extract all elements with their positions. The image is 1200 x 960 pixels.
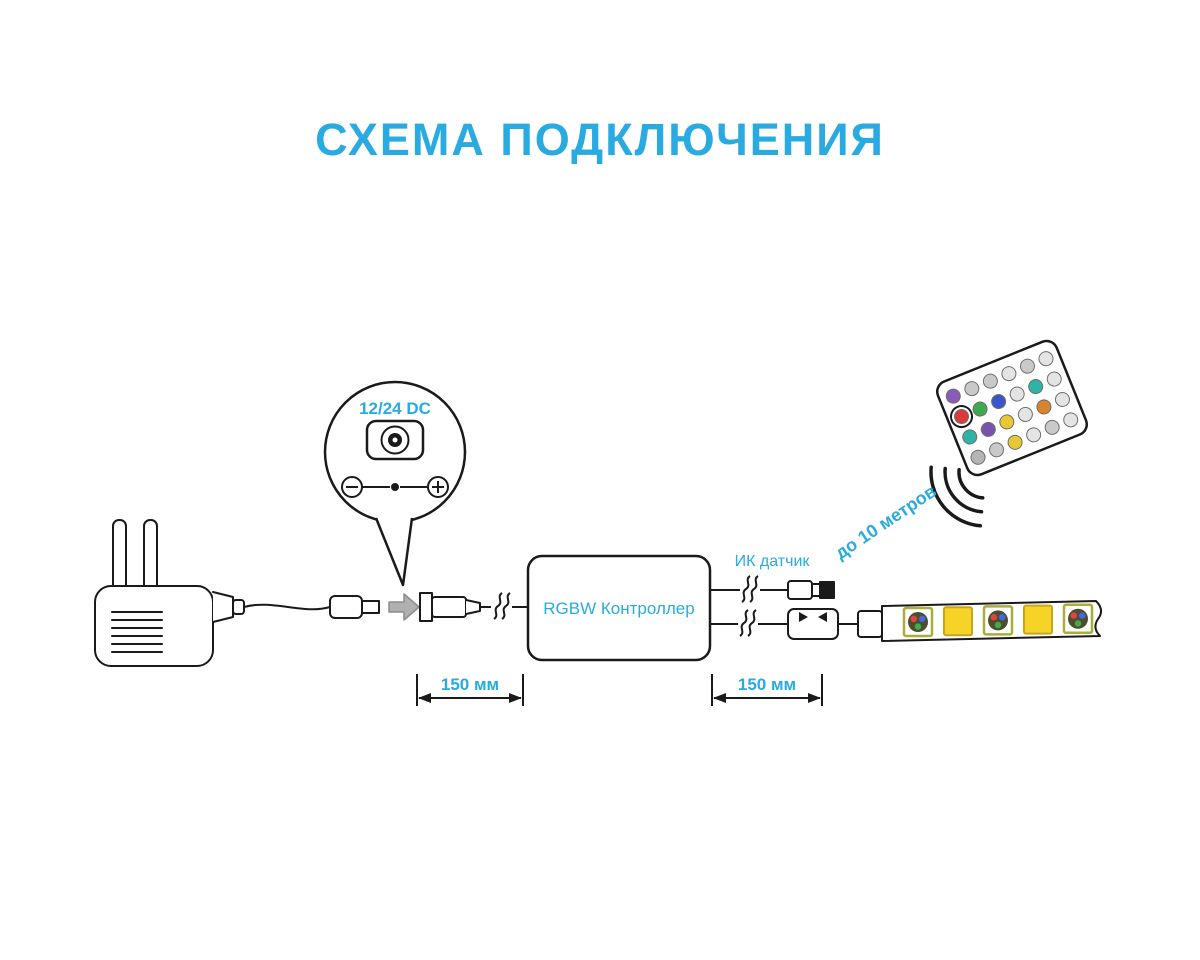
adapter-vents <box>111 611 163 653</box>
remote-button <box>991 394 1007 410</box>
dc-spec-label: 12/24 DC <box>359 399 431 418</box>
remote-button <box>1009 386 1025 402</box>
remote-button <box>1046 371 1062 387</box>
insert-arrow-icon <box>388 593 420 621</box>
dimension-arrowhead <box>509 693 522 703</box>
led-chips <box>902 603 1094 638</box>
remote-button <box>954 409 970 425</box>
remote-body <box>935 339 1089 477</box>
remote-button <box>1007 434 1023 450</box>
page-title: СХЕМА ПОДКЛЮЧЕНИЯ <box>315 114 885 165</box>
remote-buttons <box>945 351 1079 465</box>
remote-button <box>972 401 988 417</box>
led-strip <box>857 600 1102 642</box>
remote-button <box>1044 419 1060 435</box>
remote-button <box>989 442 1005 458</box>
remote-button <box>999 414 1015 430</box>
dc-jack-female <box>419 592 528 622</box>
dimension-arrowhead <box>713 693 726 703</box>
adapter-nub <box>212 591 234 623</box>
dimension-arrowhead <box>418 693 431 703</box>
connector-arrow-left-icon <box>818 612 827 622</box>
rgbw-controller: RGBW Контроллер <box>526 554 712 662</box>
remote-button-highlight-ring <box>950 405 974 429</box>
wire-break-mark <box>747 609 757 637</box>
ir-sensor-assembly <box>710 575 835 603</box>
remote-button <box>1038 351 1054 367</box>
plug-prong <box>112 519 127 593</box>
wire-break-mark <box>741 575 751 603</box>
wire-break-mark <box>501 592 511 620</box>
power-cable <box>243 603 331 611</box>
remote-button <box>1001 366 1017 382</box>
dimension-left-label: 150 мм <box>441 675 499 694</box>
controller-label: RGBW Контроллер <box>543 599 694 618</box>
remote-button <box>1019 358 1035 374</box>
plug-prong <box>143 519 158 593</box>
led-chip-rgb <box>1062 603 1094 635</box>
dimension-right-label: 150 мм <box>738 675 796 694</box>
ir-signal-arcs <box>929 465 985 528</box>
wire-break-mark <box>493 592 503 620</box>
adapter-body <box>94 585 214 667</box>
remote-button <box>1026 427 1042 443</box>
led-chip-rgb <box>982 605 1014 636</box>
led-chip-rgb <box>902 606 934 638</box>
connector-arrow-right-icon <box>799 612 808 622</box>
dc-jack-face <box>365 419 425 461</box>
led-chip-white <box>1023 604 1053 635</box>
ir-sensor-label: ИК датчик <box>735 553 811 570</box>
led-chip-white <box>943 606 973 637</box>
remote-button <box>945 388 961 404</box>
remote-button <box>970 449 986 465</box>
dc-plug-male <box>329 595 380 619</box>
dc-jack-callout: 12/24 DC <box>323 380 467 587</box>
remote-button <box>980 421 996 437</box>
remote-button <box>1036 399 1052 415</box>
remote-button <box>1054 391 1070 407</box>
wire-break-mark <box>749 575 759 603</box>
remote-button <box>1028 379 1044 395</box>
remote-button <box>1017 406 1033 422</box>
power-adapter <box>94 519 331 667</box>
remote-button <box>982 373 998 389</box>
dimension-left: 150 мм <box>416 674 524 706</box>
strain-relief <box>232 599 245 615</box>
ir-receiver-eye <box>819 581 835 599</box>
dimension-right: 150 мм <box>711 674 823 706</box>
remote-button <box>964 381 980 397</box>
polarity-symbol <box>341 476 449 498</box>
range-label: до 10 метров <box>831 481 940 563</box>
remote-button <box>962 429 978 445</box>
dimension-arrowhead <box>808 693 821 703</box>
strip-connector-assembly <box>710 608 858 640</box>
wire-break-mark <box>739 609 749 637</box>
remote-button <box>1063 412 1079 428</box>
ir-remote <box>935 339 1089 477</box>
